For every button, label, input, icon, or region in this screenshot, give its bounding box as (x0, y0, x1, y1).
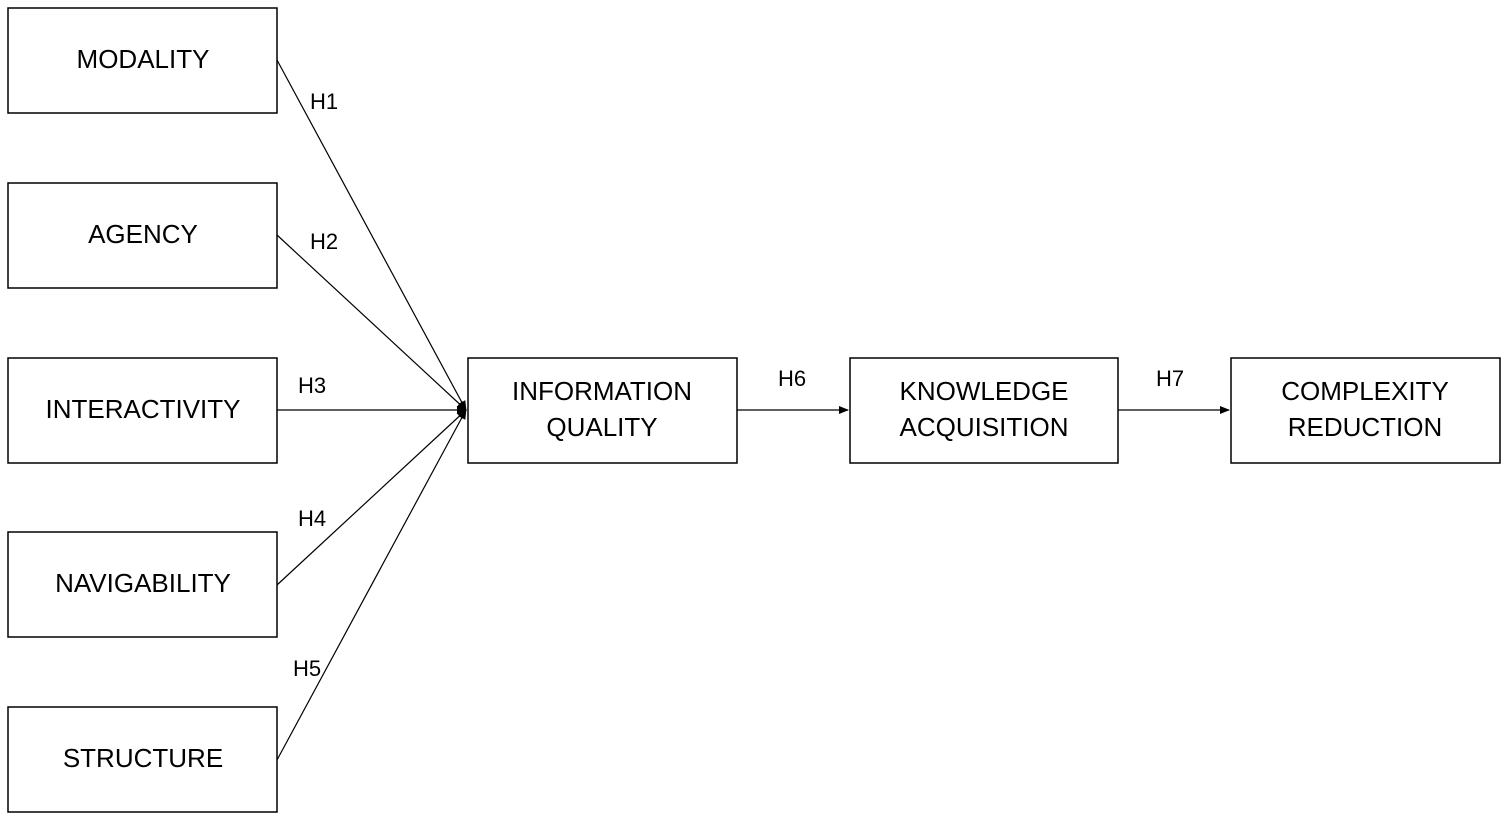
edge-label-h4: H4 (298, 506, 326, 531)
node-interactivity: INTERACTIVITY (7, 357, 278, 464)
node-structure-label: STRUCTURE (63, 743, 223, 773)
node-navigability: NAVIGABILITY (7, 531, 278, 638)
node-structure: STRUCTURE (7, 706, 278, 813)
node-knowledge-acquisition-label-line2: ACQUISITION (899, 412, 1068, 442)
edges: H1 H2 H3 H4 H5 H6 H7 (276, 59, 1230, 761)
node-knowledge-acquisition: KNOWLEDGE ACQUISITION (849, 357, 1119, 464)
edge-label-h7: H7 (1156, 366, 1184, 391)
edge-h4 (276, 409, 467, 586)
node-modality: MODALITY (7, 7, 278, 114)
node-agency: AGENCY (7, 182, 278, 289)
nodes: MODALITY AGENCY INTERACTIVITY NAVIGABILI… (7, 7, 1501, 813)
node-knowledge-acquisition-label-line1: KNOWLEDGE (899, 376, 1068, 406)
edge-label-h5: H5 (293, 656, 321, 681)
node-complexity-reduction: COMPLEXITY REDUCTION (1230, 357, 1501, 464)
node-modality-label: MODALITY (77, 44, 210, 74)
edge-h2 (276, 234, 467, 411)
node-navigability-label: NAVIGABILITY (55, 568, 231, 598)
edge-label-h2: H2 (310, 229, 338, 254)
node-agency-label: AGENCY (88, 219, 198, 249)
edge-label-h1: H1 (310, 89, 338, 114)
node-complexity-reduction-label-line2: REDUCTION (1288, 412, 1443, 442)
edge-h1 (276, 59, 467, 411)
edge-label-h6: H6 (778, 366, 806, 391)
node-information-quality-label-line1: INFORMATION (512, 376, 692, 406)
node-information-quality: INFORMATION QUALITY (467, 357, 738, 464)
node-interactivity-label: INTERACTIVITY (45, 394, 240, 424)
edge-label-h3: H3 (298, 373, 326, 398)
node-complexity-reduction-label-line1: COMPLEXITY (1281, 376, 1449, 406)
edge-h5 (276, 409, 467, 761)
node-information-quality-label-line2: QUALITY (546, 412, 657, 442)
